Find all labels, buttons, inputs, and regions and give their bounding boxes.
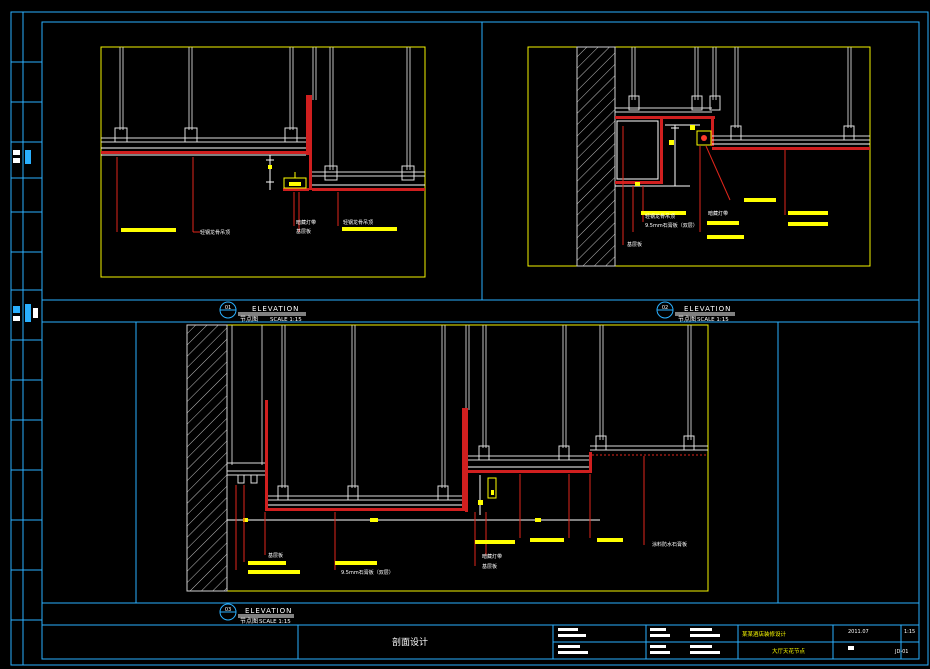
- viewport-01: [100, 46, 426, 278]
- sheet-name: 大厅天花节点: [772, 647, 806, 655]
- left-strip: [11, 12, 42, 665]
- note-02-2: 9.5mm石膏板（双层）: [645, 222, 698, 229]
- note-01-3: 轻钢龙骨吊顶: [200, 229, 230, 236]
- note-02-1: 轻钢龙骨吊顶: [645, 213, 675, 220]
- dimension-02: [615, 125, 690, 187]
- lower-ceiling-board-01: [283, 188, 425, 191]
- scale: 1:15: [904, 629, 915, 635]
- label-block-02a: [641, 211, 686, 215]
- note-02-3: 基层板: [627, 241, 642, 248]
- detail-heading-03: ELEVATION: [245, 607, 292, 615]
- lower-ceiling-01: [312, 165, 425, 181]
- viewport-02: [527, 46, 871, 267]
- label-block-03a: [248, 561, 286, 565]
- leaders-03: [235, 456, 645, 570]
- leaders-02: [622, 126, 786, 245]
- detail-number-02: 02: [662, 305, 668, 311]
- label-block-03e: [530, 538, 564, 542]
- note-02-0: 暗藏灯带: [708, 210, 728, 217]
- left-strip-label-bottom: [13, 304, 38, 322]
- detail-title-03: 03 ELEVATION 节点图 SCALE 1:15: [219, 603, 294, 625]
- low-ceiling-03: [268, 485, 462, 501]
- upper-ceiling-01: [101, 127, 310, 143]
- label-block-03c: [335, 561, 377, 565]
- title-block-text-bars: [558, 628, 720, 654]
- detail-scale-02: SCALE 1:15: [697, 317, 729, 323]
- title-block: 剖面设计 某某酒店装修设计 大厅天花节点 2011.07 1:15 JD-01: [392, 625, 919, 659]
- wall-03: [186, 324, 228, 592]
- drawing-name: 剖面设计: [392, 636, 428, 648]
- detail-subtitle-01: 节点图: [240, 315, 258, 323]
- label-block-02b: [744, 198, 776, 202]
- upper-ceiling-gypsum-01: [101, 147, 306, 156]
- mid-ceiling-03: [468, 445, 590, 461]
- label-block-03f: [597, 538, 623, 542]
- detail-01: 轻钢龙骨吊顶 暗藏灯带 基层板 轻钢龙骨吊顶: [100, 46, 426, 278]
- note-01-1: 暗藏灯带: [296, 219, 316, 226]
- dimension-01: [266, 155, 274, 190]
- left-strip-label-top: [13, 150, 31, 164]
- detail-scale-01: SCALE 1:15: [270, 317, 302, 323]
- hanger-rods-03: [231, 325, 692, 488]
- detail-03: 基层板 9.5mm石膏板（双层） 暗藏灯带 基层板 涂料防水石膏板: [186, 324, 709, 592]
- detail-02: 暗藏灯带 轻钢龙骨吊顶 9.5mm石膏板（双层） 基层板: [527, 46, 871, 267]
- detail-heading-02: ELEVATION: [684, 305, 731, 313]
- leaders-01: [116, 157, 339, 233]
- note-03-0: 基层板: [268, 552, 283, 559]
- note-03-4: 涂料防水石膏板: [652, 541, 687, 548]
- note-01-0: 轻钢龙骨吊顶: [343, 219, 373, 226]
- label-block-02e: [788, 211, 828, 215]
- hanger-rods-02: [631, 47, 852, 128]
- wall-02: [576, 46, 616, 267]
- detail-scale-03: SCALE 1:15: [259, 619, 291, 625]
- upper-ceiling-02: [615, 95, 721, 113]
- light-box-03: [487, 477, 497, 499]
- label-block-03d: [475, 540, 515, 544]
- lower-ceiling-02: [712, 125, 870, 141]
- label-block-02c: [707, 221, 739, 225]
- note-03-2: 暗藏灯带: [482, 553, 502, 560]
- detail-title-02: 02 ELEVATION 节点图 SCALE 1:15: [656, 301, 735, 323]
- note-03-1: 9.5mm石膏板（双层）: [341, 569, 394, 576]
- upper-ceiling-board-01: [101, 95, 312, 190]
- sheet-number: JD-01: [894, 649, 909, 655]
- detail-subtitle-03: 节点图: [240, 617, 258, 625]
- label-block-03b: [248, 570, 300, 574]
- note-01-2: 基层板: [296, 228, 311, 235]
- light-box-02: [696, 130, 712, 146]
- label-block-01b: [342, 227, 397, 231]
- detail-subtitle-02: 节点图: [678, 315, 696, 323]
- project-name: 某某酒店装修设计: [742, 630, 787, 638]
- dimension-03: [227, 475, 600, 521]
- label-block-02d: [707, 235, 744, 239]
- detail-number-03: 03: [225, 607, 231, 613]
- note-03-3: 基层板: [482, 563, 497, 570]
- detail-heading-01: ELEVATION: [252, 305, 299, 313]
- hanger-rods-01: [119, 47, 411, 170]
- label-block-02f: [788, 222, 828, 226]
- high-ceiling-03: [590, 435, 708, 451]
- detail-number-01: 01: [225, 305, 231, 311]
- date: 2011.07: [848, 629, 869, 635]
- label-block-01a: [121, 228, 176, 232]
- detail-title-01: 01 ELEVATION 节点图 SCALE 1:15: [219, 301, 306, 323]
- light-box-01: [283, 172, 307, 189]
